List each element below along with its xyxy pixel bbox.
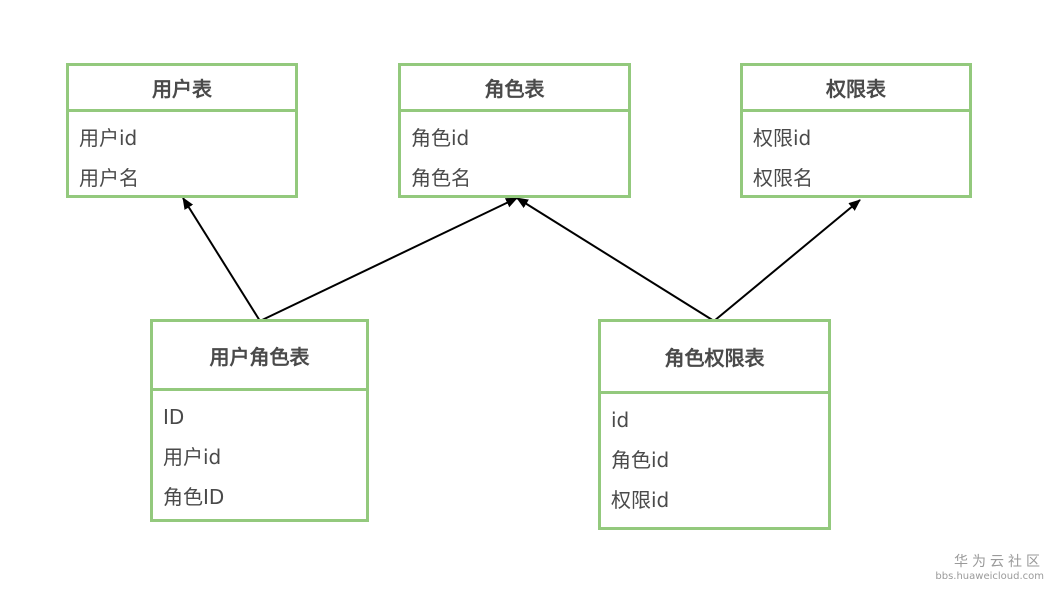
- arrow-role-permission-to-permission: [713, 199, 861, 322]
- entity-field: 角色ID: [163, 485, 225, 509]
- watermark-url: bbs.huaweicloud.com: [935, 571, 1044, 582]
- entity-field: ID: [163, 405, 185, 429]
- entity-user-role-table: 用户角色表 ID 用户id 角色ID: [150, 319, 369, 522]
- entity-fields: 角色id 角色名: [401, 112, 628, 198]
- entity-field: 角色id: [411, 126, 470, 150]
- entity-role-permission-table: 角色权限表 id 角色id 权限id: [598, 319, 831, 530]
- entity-title: 用户表: [69, 66, 295, 112]
- entity-role-table: 角色表 角色id 角色名: [398, 63, 631, 198]
- entity-field: 权限id: [611, 488, 670, 512]
- entity-user-table: 用户表 用户id 用户名: [66, 63, 298, 198]
- entity-field: 用户id: [163, 445, 222, 469]
- entity-fields: 权限id 权限名: [743, 112, 969, 198]
- watermark-title: 华为云社区: [954, 554, 1044, 570]
- arrow-user-role-to-user: [182, 197, 261, 322]
- entity-field: 权限名: [753, 166, 813, 190]
- entity-permission-table: 权限表 权限id 权限名: [740, 63, 972, 198]
- watermark: 华为云社区 bbs.huaweicloud.com: [935, 553, 1044, 583]
- entity-fields: ID 用户id 角色ID: [153, 391, 366, 517]
- entity-field: 角色id: [611, 448, 670, 472]
- entity-field: 权限id: [753, 126, 812, 150]
- entity-field: 用户id: [79, 126, 138, 150]
- arrow-role-permission-to-role: [516, 197, 715, 322]
- entity-field: 角色名: [411, 166, 471, 190]
- entity-field: 用户名: [79, 166, 139, 190]
- entity-field: id: [611, 408, 630, 432]
- entity-title: 用户角色表: [153, 322, 366, 391]
- entity-title: 角色权限表: [601, 322, 828, 394]
- entity-title: 权限表: [743, 66, 969, 112]
- entity-fields: 用户id 用户名: [69, 112, 295, 198]
- entity-title: 角色表: [401, 66, 628, 112]
- entity-fields: id 角色id 权限id: [601, 394, 828, 520]
- arrow-user-role-to-role: [259, 197, 518, 322]
